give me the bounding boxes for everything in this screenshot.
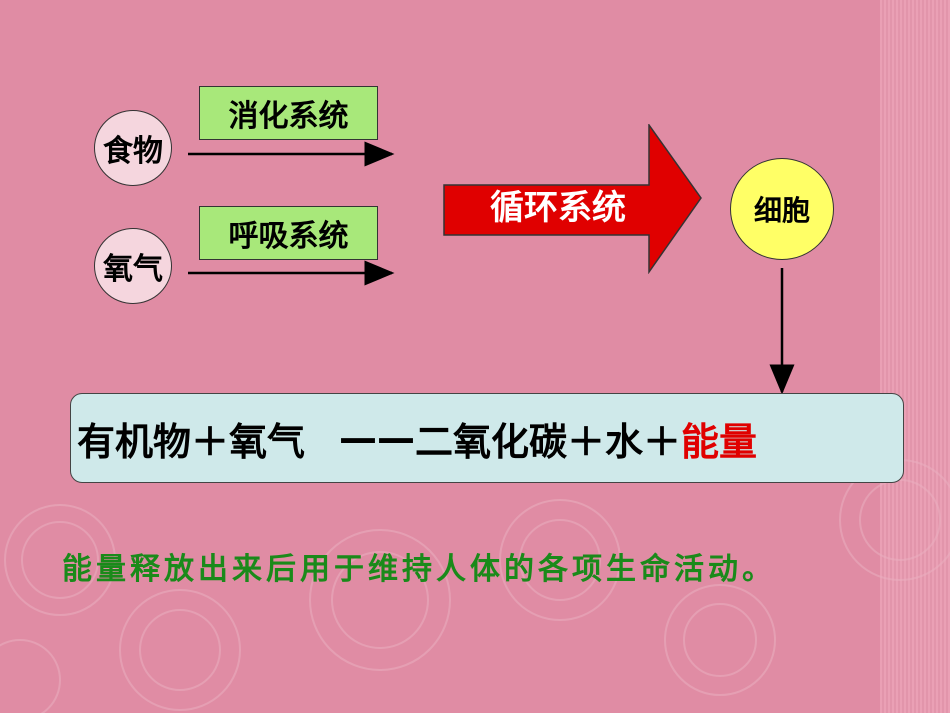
decorative-stripe [880, 0, 950, 713]
circulatory-system-label: 循环系统 [490, 188, 626, 228]
digestive-system-box: 消化系统 [199, 86, 378, 140]
equation-products: 二氧化碳＋水＋ [415, 419, 682, 464]
equation-dash: —— [339, 416, 416, 460]
energy-note: 能量释放出来后用于维持人体的各项生命活动。 [62, 552, 776, 587]
oxygen-circle: 氧气 [94, 228, 172, 304]
respiratory-system-box: 呼吸系统 [199, 206, 378, 260]
equation-reactants: 有机物＋氧气 [77, 419, 306, 464]
equation-energy: 能量 [681, 419, 758, 464]
food-circle: 食物 [94, 110, 172, 186]
cell-circle: 细胞 [730, 158, 834, 260]
circulatory-arrow [443, 124, 702, 274]
respiration-equation: 有机物＋氧气 —— 二氧化碳＋水＋ 能量 [70, 393, 904, 483]
